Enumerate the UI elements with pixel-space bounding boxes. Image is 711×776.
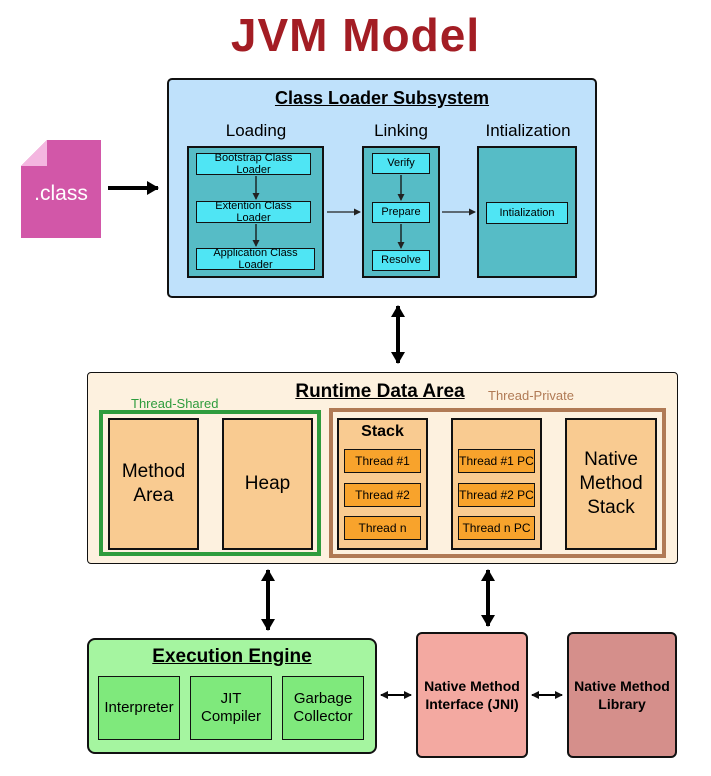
stack-thread-1: Thread #1 (344, 449, 421, 473)
linking-title: Linking (374, 121, 428, 140)
pc-thread-2: Thread #2 PC (458, 483, 535, 507)
runtime-data-area-title: Runtime Data Area (295, 381, 465, 402)
heap: Heap (222, 418, 313, 550)
resolve-step: Resolve (372, 250, 430, 271)
method-area: Method Area (108, 418, 199, 550)
native-method-stack: Native Method Stack (565, 418, 657, 550)
stack-title: Stack (361, 423, 404, 440)
stack-thread-2: Thread #2 (344, 483, 421, 507)
extension-class-loader: Extention Class Loader (196, 200, 311, 224)
interpreter: Interpreter (98, 676, 180, 740)
bootstrap-class-loader: Bootstrap Class Loader (196, 152, 311, 176)
native-method-library: Native Method Library (567, 632, 677, 758)
loading-title: Loading (225, 121, 287, 140)
prepare-step: Prepare (372, 202, 430, 223)
verify-step: Verify (372, 153, 430, 174)
initialization-step: Intialization (486, 202, 568, 224)
page-title: JVM Model (230, 9, 481, 61)
thread-shared-group (99, 410, 321, 556)
pc-thread-n: Thread n PC (458, 516, 535, 540)
jit-compiler: JIT Compiler (190, 676, 272, 740)
class-file-label: .class (34, 182, 88, 205)
native-method-interface: Native Method Interface (JNI) (416, 632, 528, 758)
execution-engine-title: Execution Engine (152, 646, 312, 667)
application-class-loader: Application Class Loader (196, 247, 315, 271)
thread-shared-label: Thread-Shared (131, 396, 219, 411)
stack-thread-n: Thread n (344, 516, 421, 540)
initialization-title: Intialization (485, 121, 571, 140)
class-loader-title: Class Loader Subsystem (274, 88, 490, 108)
pc-thread-1: Thread #1 PC (458, 449, 535, 473)
garbage-collector: Garbage Collector (282, 676, 364, 740)
thread-private-group (329, 408, 666, 558)
thread-private-label: Thread-Private (488, 388, 574, 403)
